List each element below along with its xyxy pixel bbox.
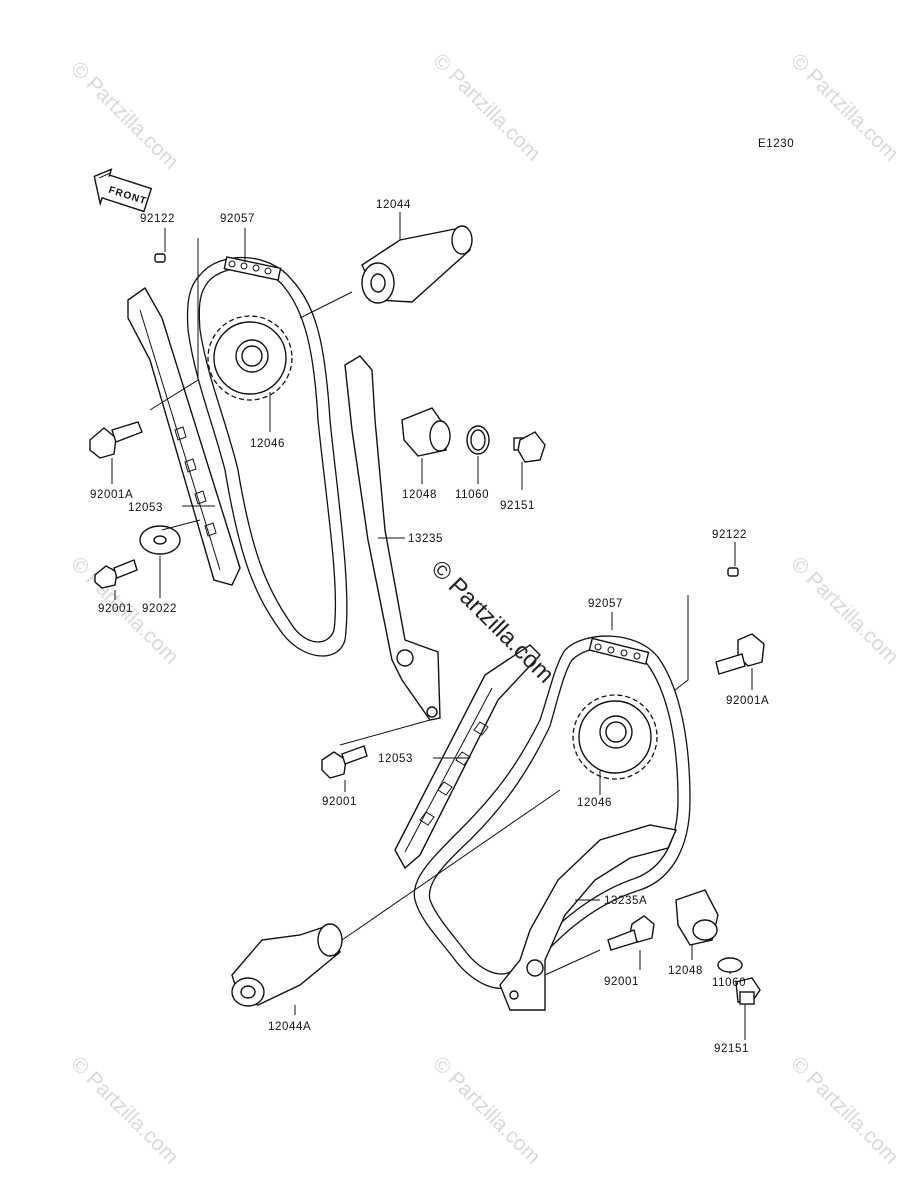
part-number-label: 11060 <box>455 489 489 501</box>
part-number-label: 92001A <box>90 489 133 501</box>
part-number-label: 92001 <box>604 976 639 988</box>
tensioner-guide <box>344 355 441 721</box>
center-watermark: © Partzilla.com <box>426 555 559 688</box>
chain-guide <box>394 644 541 870</box>
part-number-label: 92001A <box>726 695 769 707</box>
part-labels: 92122 92057 12044 12046 92001A 12053 120… <box>90 199 769 1055</box>
cam-chain <box>186 256 348 657</box>
part-number-label: 92001 <box>322 796 357 808</box>
bolt <box>607 915 655 951</box>
part-number-label: 13235 <box>408 533 443 545</box>
part-number-label: 92057 <box>588 598 623 610</box>
bolt <box>89 421 143 459</box>
part-number-label: 92122 <box>712 529 747 541</box>
front-arrow-icon: FRONT <box>93 168 153 213</box>
part-number-label: 12044A <box>268 1021 311 1033</box>
watermark: © Partzilla.com <box>786 552 902 668</box>
gasket <box>717 957 743 973</box>
bolt <box>513 431 546 463</box>
camshaft <box>231 923 343 1007</box>
part-number-label: 92057 <box>220 213 255 225</box>
part-number-label: 12044 <box>376 199 411 211</box>
part-number-label: 92122 <box>140 213 175 225</box>
part-number-label: 12046 <box>577 797 612 809</box>
leader-lines <box>111 212 753 1040</box>
cam-chain-tensioner <box>401 407 451 457</box>
bolt <box>94 559 138 589</box>
part-number-label: 92001 <box>98 603 133 615</box>
part-number-label: 12053 <box>378 753 413 765</box>
lower-assembly <box>231 567 765 1011</box>
dowel-pin <box>154 253 166 263</box>
bolt <box>735 977 761 1005</box>
part-number-label: 12053 <box>128 502 163 514</box>
part-number-label: 13235A <box>604 895 647 907</box>
tensioner-guide <box>499 824 677 1011</box>
watermark: © Partzilla.com <box>786 1052 902 1168</box>
watermark: © Partzilla.com <box>786 49 902 165</box>
cam-chain-tensioner <box>675 889 719 946</box>
upper-assembly <box>89 225 546 721</box>
gasket <box>466 425 490 455</box>
bolt <box>715 633 765 675</box>
part-number-label: 92151 <box>714 1043 749 1055</box>
camshaft <box>361 225 473 304</box>
part-number-label: 12048 <box>402 489 437 501</box>
part-number-label: 92151 <box>500 500 535 512</box>
bolt <box>321 745 368 779</box>
cam-chain-inner <box>198 267 337 643</box>
watermark: © Partzilla.com <box>428 1052 544 1168</box>
washer <box>139 525 181 555</box>
watermark: © Partzilla.com <box>66 1052 182 1168</box>
watermark: © Partzilla.com <box>428 49 544 165</box>
part-number-label: 92022 <box>142 603 177 615</box>
cam-sprocket <box>572 694 658 780</box>
part-number-label: 11060 <box>712 977 746 989</box>
dowel-pin <box>727 567 739 577</box>
cam-sprocket <box>207 315 293 401</box>
watermark: © Partzilla.com <box>66 57 182 173</box>
part-number-label: 12048 <box>668 965 703 977</box>
chain-links <box>588 637 650 665</box>
part-number-label: 12046 <box>250 438 285 450</box>
diagram-code: E1230 <box>758 138 794 150</box>
chain-links <box>223 256 282 281</box>
